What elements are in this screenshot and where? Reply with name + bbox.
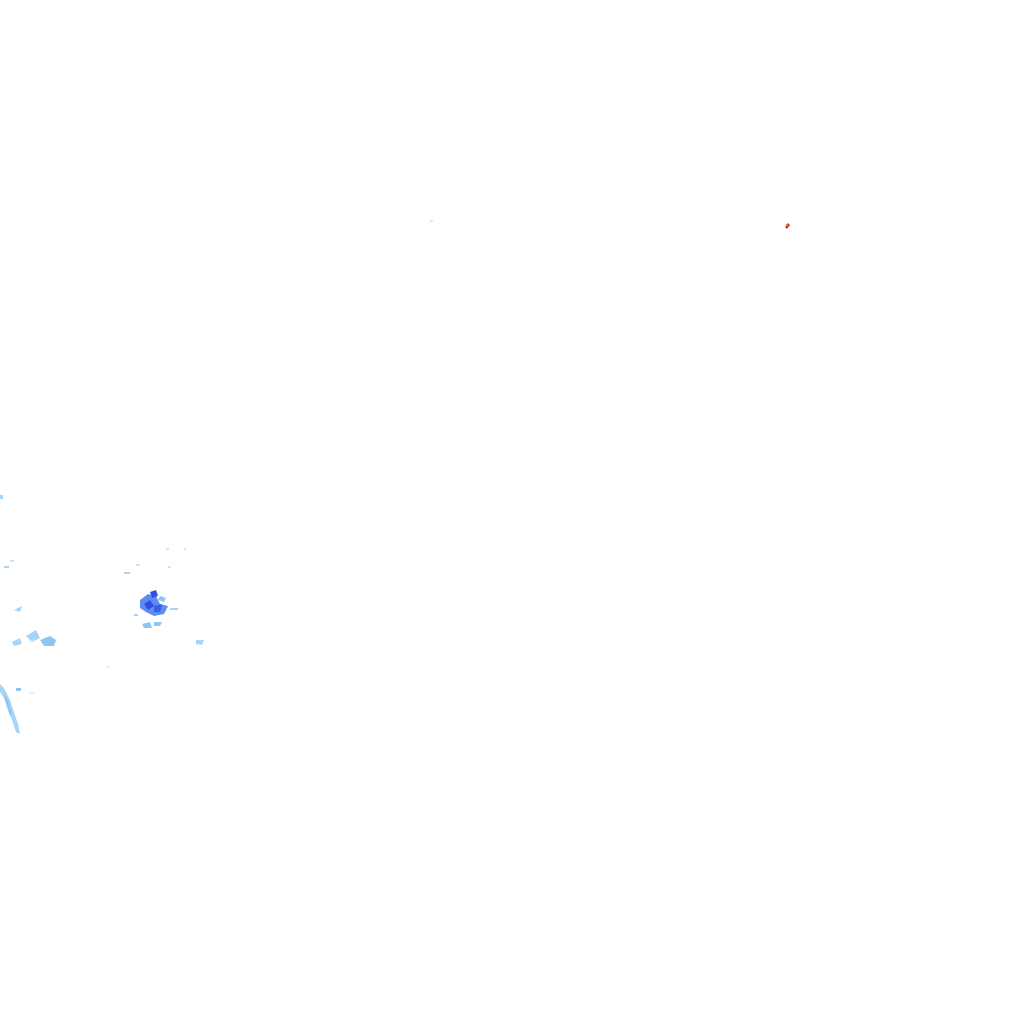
precip-cell-lower-left [12,630,204,694]
precip-cell-streak [0,684,20,734]
precip-cell-edge-light [0,495,186,668]
precip-cell-cluster-main [134,590,178,628]
precip-cell-intense [785,223,790,229]
precip-cell-top-speck [430,220,433,222]
